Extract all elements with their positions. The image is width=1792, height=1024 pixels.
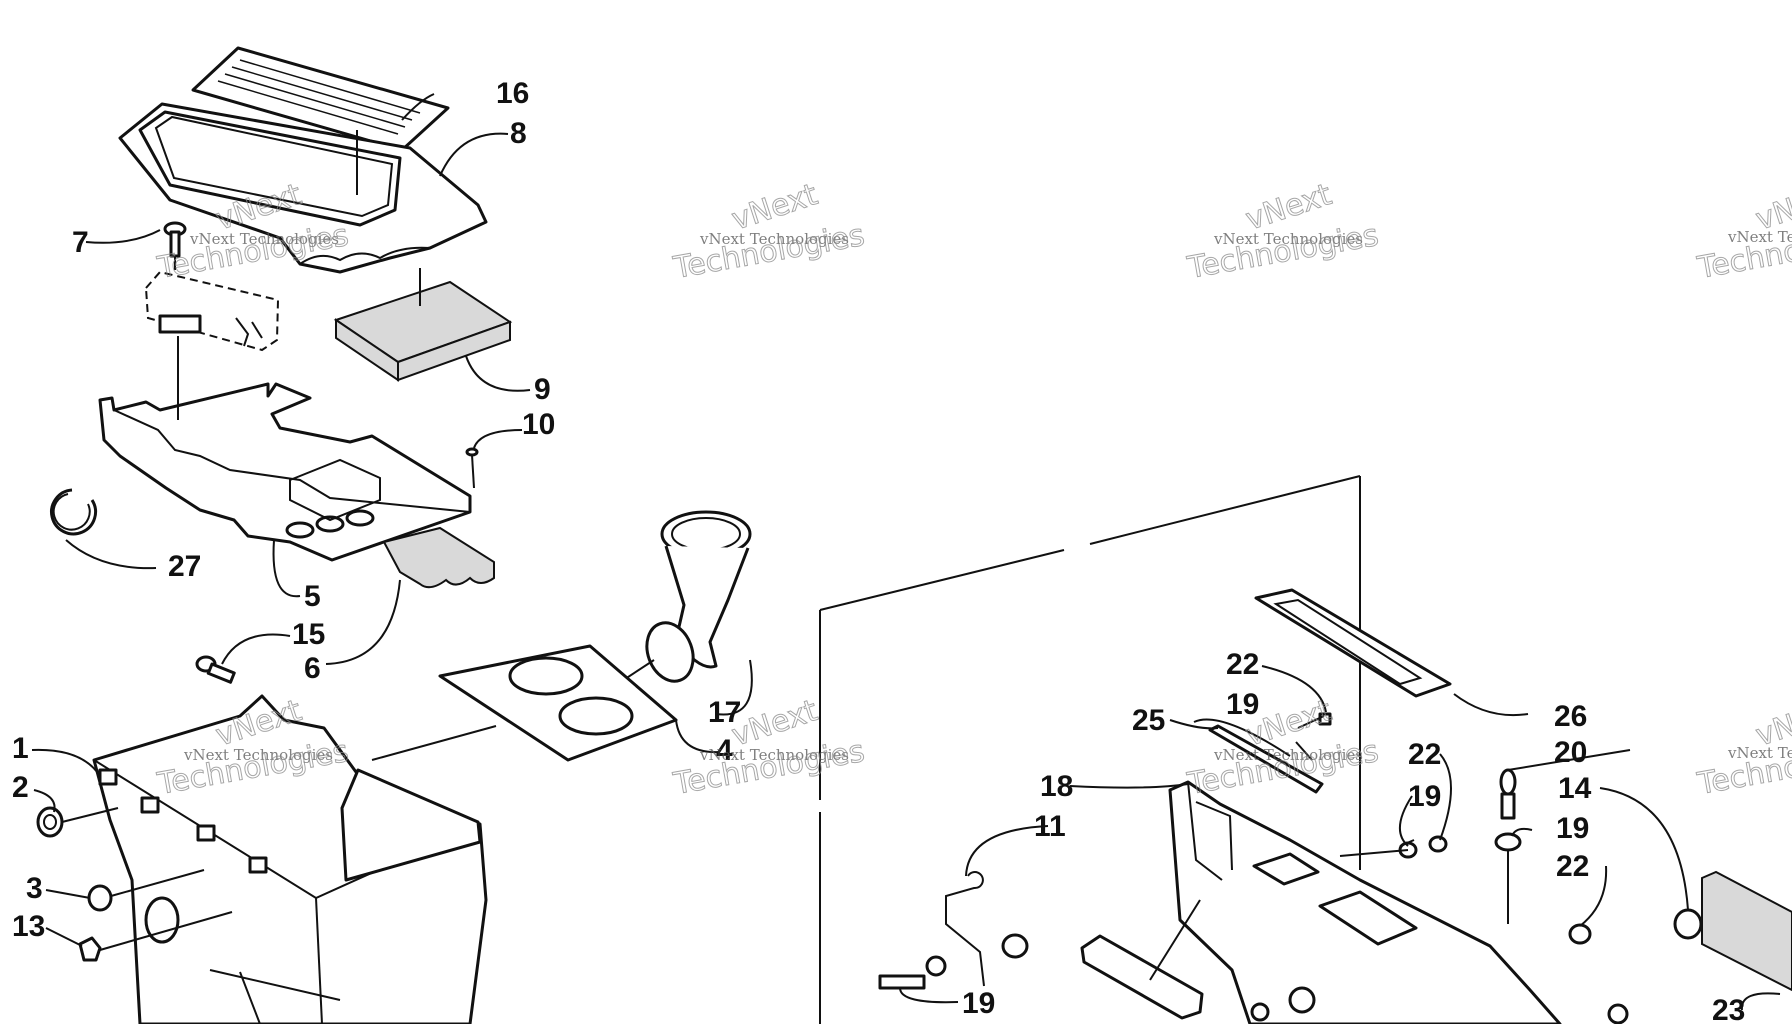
callout-19c: 19 xyxy=(1556,812,1589,845)
main-duct-part xyxy=(1168,780,1562,1024)
watermark-big-bottom: Technologies xyxy=(670,734,867,802)
control-module-part xyxy=(144,270,280,352)
callout-7: 7 xyxy=(72,226,89,259)
bushing-part xyxy=(87,869,205,912)
callout-15: 15 xyxy=(292,618,325,651)
callout-4: 4 xyxy=(716,734,733,767)
callout-19a: 19 xyxy=(1226,688,1259,721)
callout-17: 17 xyxy=(708,696,741,729)
mounting-plate-part xyxy=(371,644,678,762)
callout-labels: 16 8 7 9 10 27 5 15 6 17 4 1 2 3 13 22 1… xyxy=(12,77,1745,1024)
callout-26: 26 xyxy=(1554,700,1587,733)
watermark-small: vNext Technologies xyxy=(183,746,333,764)
airbox-tray-part xyxy=(98,336,472,562)
watermark-small: vNext Technologies xyxy=(699,746,849,764)
callout-18: 18 xyxy=(1040,770,1073,803)
seal-frame-part xyxy=(1254,588,1452,698)
callout-leaders xyxy=(31,93,1781,1011)
grommet-part xyxy=(36,806,119,838)
watermark-small: vNext Technologies xyxy=(1213,746,1363,764)
callout-22b: 22 xyxy=(1408,738,1441,771)
air-filter-part xyxy=(333,268,513,382)
watermark-big-bottom: Technologies xyxy=(1184,218,1381,286)
watermark-small: vNext Technologies xyxy=(1727,228,1792,246)
watermark-small: vNext Technologies xyxy=(189,230,339,248)
watermark-small: vNext Technologies xyxy=(1727,744,1792,762)
callout-27: 27 xyxy=(168,550,201,583)
screw-part xyxy=(163,221,187,270)
callout-19b: 19 xyxy=(1408,780,1441,813)
clamp-part xyxy=(50,488,97,536)
watermark-small: vNext Technologies xyxy=(699,230,849,248)
bolt-part xyxy=(195,655,236,684)
callout-10: 10 xyxy=(522,408,555,441)
airbox-lid-part xyxy=(118,102,488,274)
callout-3: 3 xyxy=(26,872,43,905)
elbow-duct-part xyxy=(583,510,752,707)
callout-13: 13 xyxy=(12,910,45,943)
decal-part xyxy=(191,46,450,152)
callout-9: 9 xyxy=(534,373,551,406)
bracket-part xyxy=(1080,899,1204,1020)
callout-16: 16 xyxy=(496,77,529,110)
callout-19d: 19 xyxy=(962,987,995,1020)
frame-outline xyxy=(819,475,1361,1024)
callout-23: 23 xyxy=(1712,994,1745,1024)
airbox-base-part xyxy=(92,694,488,1024)
callout-14: 14 xyxy=(1558,772,1592,805)
callout-11: 11 xyxy=(1034,810,1066,843)
callout-25: 25 xyxy=(1132,704,1165,737)
callout-22a: 22 xyxy=(1226,648,1259,681)
watermark-big-bottom: Technologies xyxy=(1184,734,1381,802)
callout-1: 1 xyxy=(12,732,29,765)
pin-part xyxy=(465,447,479,489)
callout-20: 20 xyxy=(1554,736,1587,769)
gasket-part xyxy=(382,526,495,589)
watermark-small: vNext Technologies xyxy=(1213,230,1363,248)
callout-6: 6 xyxy=(304,652,321,685)
clip-part xyxy=(78,911,233,962)
foam-block-part xyxy=(1701,870,1792,992)
wire-clip-part xyxy=(945,871,985,987)
watermark-big-bottom: Technologies xyxy=(670,218,867,286)
callout-5: 5 xyxy=(304,580,321,613)
callout-2: 2 xyxy=(12,771,29,804)
callout-8: 8 xyxy=(510,117,527,150)
hardware-right xyxy=(878,712,1703,1024)
callout-22c: 22 xyxy=(1556,850,1589,883)
